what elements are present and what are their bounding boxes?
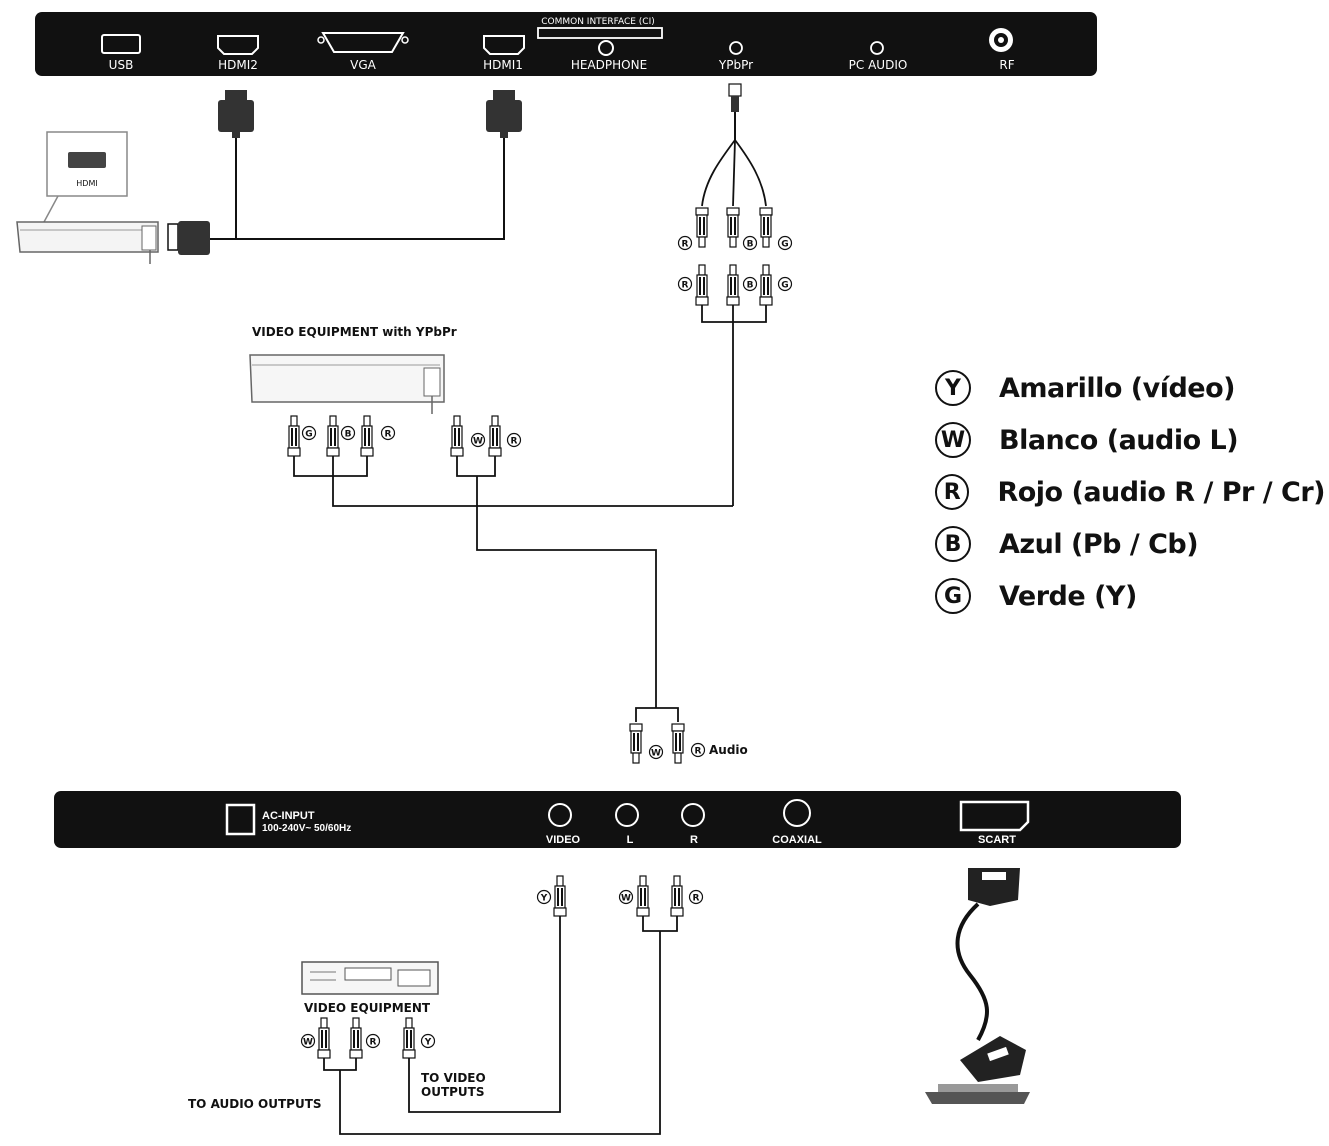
hdmi-plug-icon: [218, 90, 254, 138]
power-socket-icon: [225, 803, 256, 836]
legend-badge-b: B: [935, 526, 971, 562]
port-label-ypbpr: YPbPr: [718, 58, 753, 72]
hdmi-port-icon: [68, 152, 106, 168]
legend-badge-w: W: [935, 422, 971, 458]
pin-letter: W: [473, 437, 483, 447]
usb-port-icon: [101, 34, 141, 54]
pin-letter: W: [621, 894, 631, 904]
port-label-r: R: [690, 834, 698, 846]
pin-letter: B: [747, 240, 754, 250]
pc-audio-jack-icon: [870, 41, 884, 55]
pin-letter: Y: [540, 894, 548, 904]
legend-badge-g: G: [935, 578, 971, 614]
legend-item: W Blanco (audio L): [935, 414, 1325, 466]
port-label-vga: VGA: [350, 58, 377, 72]
video-jack-icon: [548, 803, 572, 827]
pin-letter: R: [511, 437, 518, 447]
scart-port-icon: [959, 800, 1030, 832]
legend-item: Y Amarillo (vídeo): [935, 362, 1325, 414]
legend-badge-r: R: [935, 474, 970, 510]
port-label-coaxial: COAXIAL: [772, 834, 822, 846]
ac-input-label: AC-INPUT: [262, 810, 315, 822]
pin-letter: B: [747, 281, 754, 291]
pin-letter: R: [682, 281, 689, 291]
hdmi-cabling: [167, 90, 522, 255]
pin-letter: W: [303, 1038, 313, 1048]
port-label-usb: USB: [109, 58, 134, 72]
top-connector-panel: USB HDMI2 VGA HDMI1 COMMON INTERFACE (CI…: [35, 12, 1097, 76]
port-label-video: VIDEO: [546, 834, 581, 846]
pin-letter: R: [682, 240, 689, 250]
common-interface-label: COMMON INTERFACE (CI): [541, 17, 655, 27]
pin-letter: B: [345, 430, 352, 440]
legend-item: G Verde (Y): [935, 570, 1325, 622]
legend-text: Blanco (audio L): [999, 424, 1239, 456]
port-label-hdmi1: HDMI1: [483, 58, 523, 72]
port-label-scart: SCART: [978, 834, 1016, 846]
av-equipment-caption: VIDEO EQUIPMENT: [304, 1001, 431, 1015]
pin-letter: W: [651, 749, 661, 759]
port-label-hdmi2: HDMI2: [218, 58, 258, 72]
pin-letter: Y: [424, 1038, 432, 1048]
ypbpr-jack-icon: [729, 41, 743, 55]
av-video-equipment: VIDEO EQUIPMENT W R Y TO VIDEO OUTPUTS T…: [188, 961, 486, 1111]
hdmi-plug-icon: [167, 221, 210, 255]
pin-letter: G: [305, 430, 312, 440]
pin-letter: R: [695, 747, 702, 757]
pin-letter: R: [693, 894, 700, 904]
audio-l-jack-icon: [615, 803, 639, 827]
port-label-l: L: [627, 834, 634, 846]
legend-text: Azul (Pb / Cb): [999, 528, 1199, 560]
pin-letter: R: [385, 430, 392, 440]
ypbpr-cable: [695, 83, 773, 506]
coaxial-jack-icon: [783, 799, 811, 827]
legend-text: Rojo (audio R / Pr / Cr): [997, 476, 1325, 508]
hdmi-badge-label: HDMI: [76, 179, 97, 188]
audio-label: Audio: [709, 743, 748, 757]
av-output-cabling: Y W R: [339, 875, 704, 1135]
hdmi2-port-icon: [217, 35, 259, 55]
scart-cable: [925, 868, 1030, 1104]
legend-badge-y: Y: [935, 370, 971, 406]
legend-item: R Rojo (audio R / Pr / Cr): [935, 466, 1325, 518]
bottom-connector-panel: AC-INPUT 100-240V~ 50/60Hz VIDEO L R COA…: [54, 791, 1181, 848]
legend-item: B Azul (Pb / Cb): [935, 518, 1325, 570]
port-label-pc-audio: PC AUDIO: [849, 58, 908, 72]
to-video-outputs-label: TO VIDEO: [421, 1071, 486, 1085]
pin-letter: R: [370, 1038, 377, 1048]
hdmi1-port-icon: [483, 35, 525, 55]
to-video-outputs-label-2: OUTPUTS: [421, 1085, 485, 1099]
hdmi-source-device: HDMI: [16, 131, 159, 264]
audio-r-jack-icon: [681, 803, 705, 827]
ypbpr-equipment-caption: VIDEO EQUIPMENT with YPbPr: [252, 325, 457, 339]
legend-text: Verde (Y): [999, 580, 1137, 612]
pin-letter: G: [781, 240, 788, 250]
ypbpr-pin-markers: R B G R B G: [677, 235, 793, 292]
ypbpr-video-equipment: VIDEO EQUIPMENT with YPbPr G B R W R: [249, 325, 733, 708]
port-label-headphone: HEADPHONE: [571, 58, 647, 72]
ci-slot-icon: [537, 27, 663, 39]
color-legend: Y Amarillo (vídeo) W Blanco (audio L) R …: [935, 362, 1325, 622]
hdmi-plug-icon: [486, 90, 522, 138]
port-label-rf: RF: [999, 58, 1014, 72]
ac-voltage-label: 100-240V~ 50/60Hz: [262, 823, 351, 834]
to-audio-outputs-label: TO AUDIO OUTPUTS: [188, 1097, 322, 1111]
legend-text: Amarillo (vídeo): [999, 372, 1236, 404]
headphone-jack-icon: [598, 40, 614, 56]
vga-port-icon: [321, 32, 405, 53]
pin-letter: G: [781, 281, 788, 291]
audio-cable: W R Audio: [629, 707, 748, 764]
